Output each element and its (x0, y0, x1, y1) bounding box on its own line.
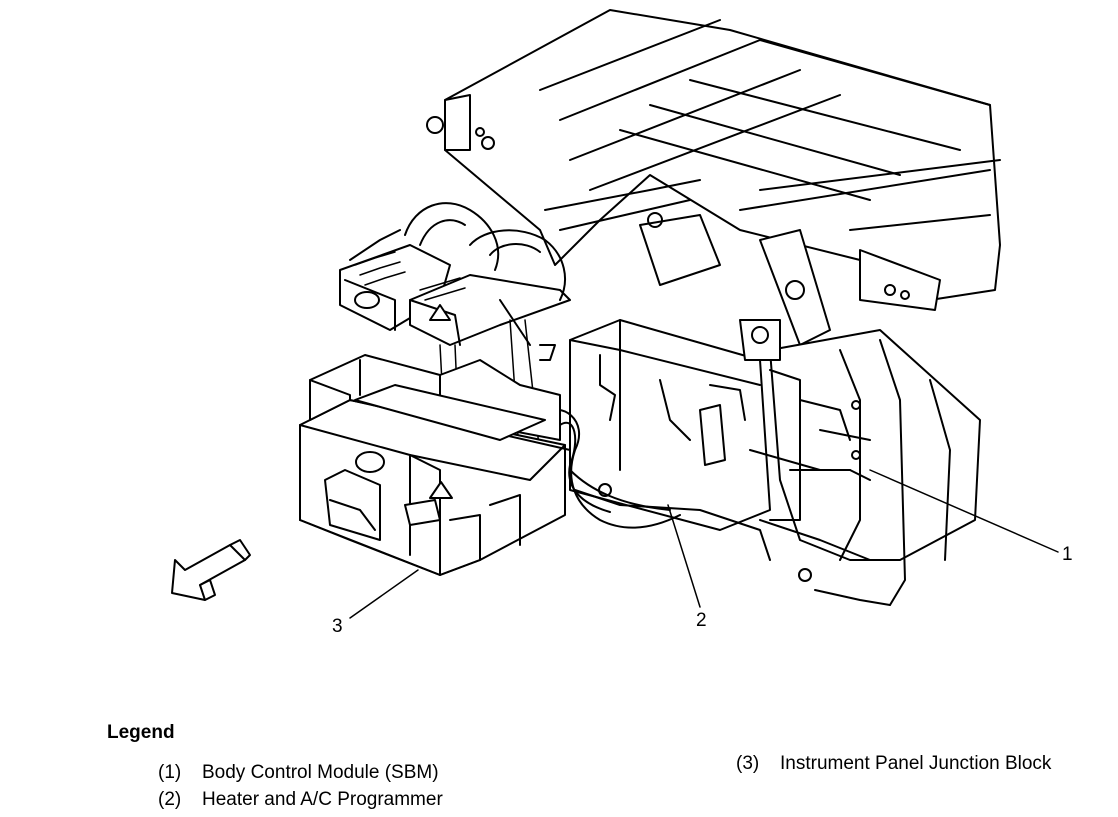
connectors (339, 202, 571, 361)
callout-3: 3 (332, 616, 343, 637)
legend-item: (1) Body Control Module (SBM) (158, 762, 439, 784)
front-direction-arrow-icon (171, 539, 251, 601)
body-control-module (749, 429, 871, 561)
legend-item-number: (3) (736, 753, 760, 774)
wiring-harness (544, 409, 681, 529)
leader-line-2 (667, 504, 701, 608)
callout-leaders (349, 469, 1059, 619)
legend-item: (2) Heater and A/C Programmer (158, 789, 443, 811)
side-bracket (769, 329, 981, 606)
callout-2: 2 (696, 610, 707, 631)
hvac-housing (426, 9, 1001, 346)
junction-block (299, 354, 571, 576)
leader-line-1 (869, 469, 1059, 553)
callout-1: 1 (1062, 544, 1073, 565)
legend-item-label: Instrument Panel Junction Block (780, 753, 1052, 774)
leader-line-3 (349, 569, 419, 619)
legend-item-number: (1) (158, 762, 182, 783)
heater-ac-programmer (569, 319, 801, 561)
legend-item: (3) Instrument Panel Junction Block (736, 753, 1051, 775)
legend-item-label: Body Control Module (SBM) (202, 762, 439, 783)
legend-item-number: (2) (158, 789, 182, 810)
legend-item-label: Heater and A/C Programmer (202, 789, 443, 810)
legend-title: Legend (107, 722, 175, 743)
